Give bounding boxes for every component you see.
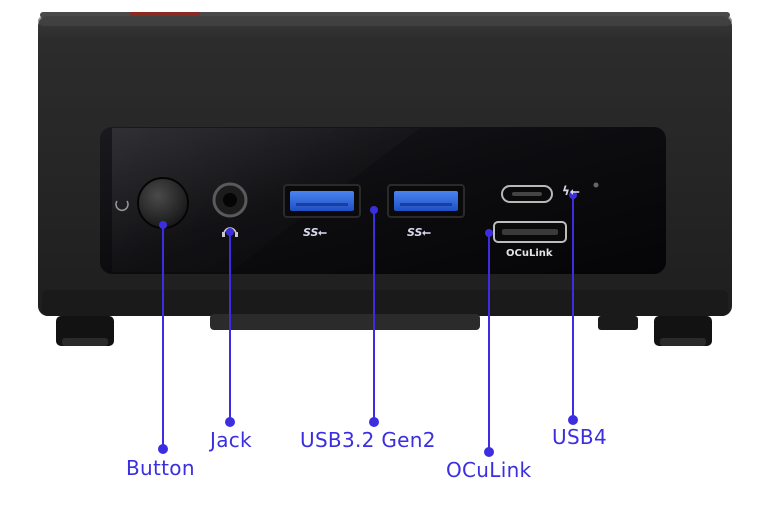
usb-ss-mark-1: SS xyxy=(303,226,319,239)
callout-label-jack: Jack xyxy=(210,428,252,452)
power-button xyxy=(137,177,189,229)
usb32-end-dot xyxy=(369,417,379,427)
foot-right-pad xyxy=(660,338,706,346)
usb4-end-dot xyxy=(568,415,578,425)
oculink-end-dot xyxy=(484,447,494,457)
thunderbolt-usb-icon: ϟ⭠ xyxy=(562,184,580,198)
base-plate xyxy=(210,314,480,330)
foot-left-pad xyxy=(62,338,108,346)
audio-jack-hole xyxy=(223,193,237,207)
power-indicator-icon xyxy=(115,200,129,211)
oculink-port-mark: OCuLink xyxy=(506,248,553,259)
usb-trident-icon-1: ⭠ xyxy=(318,226,327,239)
chassis-bottom-band xyxy=(42,290,728,316)
usb-ss-mark-2: SS xyxy=(407,226,423,239)
callout-label-button: Button xyxy=(126,456,195,480)
rear-foot xyxy=(598,316,638,330)
top-accent xyxy=(130,12,200,17)
usb-a-port-1-tongue xyxy=(290,191,354,211)
callout-label-oculink: OCuLink xyxy=(446,458,532,482)
usb-trident-icon-2: ⭠ xyxy=(422,226,431,239)
button-end-dot xyxy=(158,444,168,454)
panel-reflection xyxy=(112,128,420,272)
jack-end-dot xyxy=(225,417,235,427)
callout-end-dots xyxy=(158,415,578,457)
status-led xyxy=(593,182,599,188)
usb-a-port-2-tongue xyxy=(394,191,458,211)
chassis-top-bevel xyxy=(38,16,732,26)
callout-leader-lines xyxy=(162,195,574,450)
callout-label-usb32: USB3.2 Gen2 xyxy=(300,428,436,452)
callout-label-usb4: USB4 xyxy=(552,425,607,449)
